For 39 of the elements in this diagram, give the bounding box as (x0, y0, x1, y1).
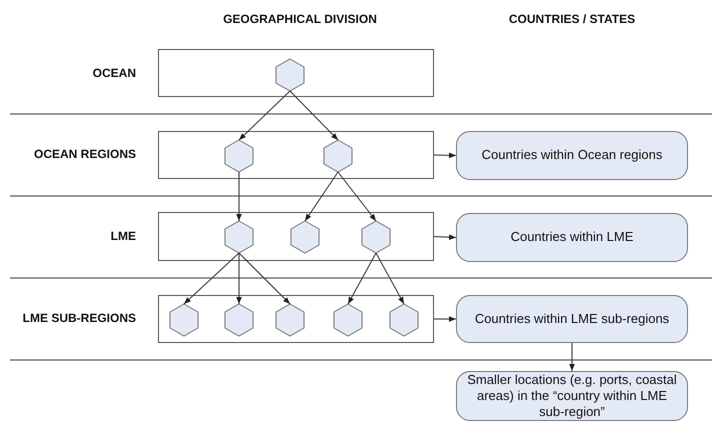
arrow (434, 152, 456, 158)
country-box: Countries within LME sub-regions (456, 295, 688, 343)
arrow (376, 252, 404, 304)
hexagon-node (324, 140, 352, 172)
row-label: LME (110, 229, 136, 243)
row-label: OCEAN REGIONS (34, 147, 136, 161)
arrow (338, 172, 376, 222)
row-label: LME SUB-REGIONS (22, 311, 136, 325)
arrow (238, 90, 290, 140)
hexagon-node (225, 221, 253, 253)
column-heading: COUNTRIES / STATES (508, 12, 636, 26)
country-box: Smaller locations (e.g. ports, coastal areas) in the “country within LME sub-region” (456, 371, 688, 421)
level-box (158, 212, 434, 261)
level-box (158, 295, 434, 343)
country-box: Countries within Ocean regions (456, 131, 688, 180)
level-box (158, 49, 434, 97)
arrow (238, 252, 290, 304)
arrow (236, 172, 242, 222)
hexagon-node (334, 304, 362, 336)
hexagon-node (170, 304, 198, 336)
arrow (184, 252, 240, 304)
hexagon-node (276, 304, 304, 336)
arrow (290, 90, 338, 140)
hexagon-node (276, 59, 304, 91)
hexagon-node (225, 304, 253, 336)
arrow (304, 172, 338, 222)
hexagon-node (291, 221, 319, 253)
arrow (348, 252, 376, 304)
arrow (434, 316, 456, 322)
arrow (434, 234, 456, 240)
hexagon-node (390, 304, 418, 336)
hexagon-node (362, 221, 390, 253)
hexagon-node (225, 140, 253, 172)
arrow (236, 252, 242, 304)
level-box (158, 131, 434, 179)
country-box: Countries within LME (456, 213, 688, 262)
arrow (569, 342, 575, 372)
row-label: OCEAN (92, 66, 136, 80)
column-heading: GEOGRAPHICAL DIVISION (223, 12, 377, 26)
